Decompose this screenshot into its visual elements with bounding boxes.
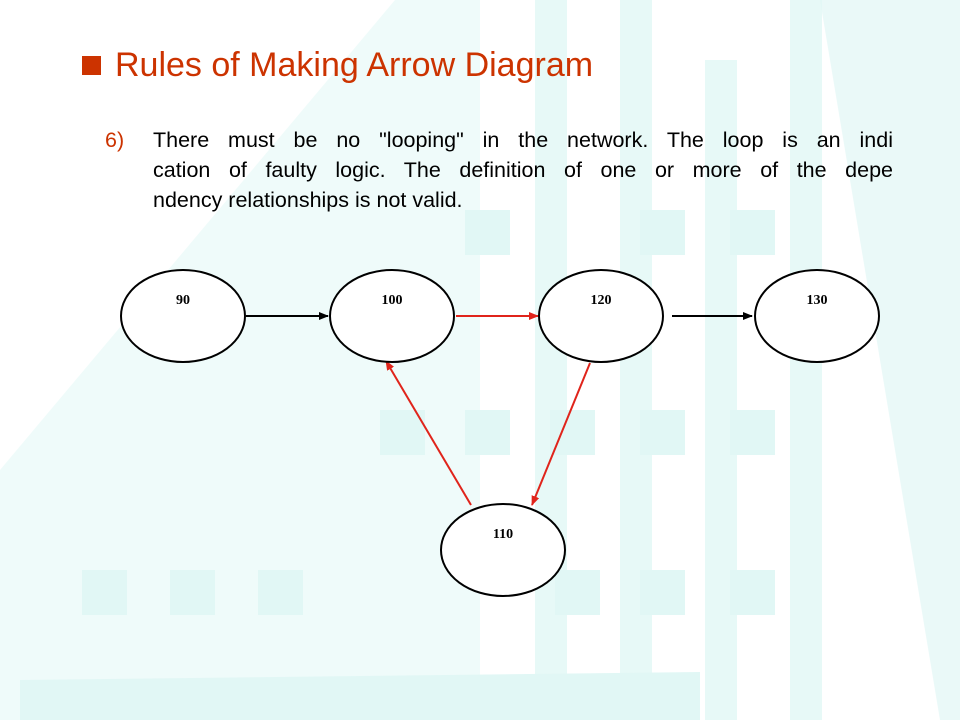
slide-title: Rules of Making Arrow Diagram (115, 45, 594, 84)
node-label: 90 (176, 293, 190, 308)
rule-number: 6) (105, 128, 125, 152)
node-130: 130 (754, 269, 880, 363)
node-label: 100 (382, 293, 403, 308)
node-ellipse (754, 269, 880, 363)
node-90: 90 (120, 269, 246, 363)
rule-text: There must be no "looping" in the networ… (153, 125, 893, 215)
node-100: 100 (329, 269, 455, 363)
node-ellipse (120, 269, 246, 363)
node-ellipse (440, 503, 566, 597)
rule-line: cation of faulty logic. The definition o… (153, 158, 893, 183)
node-110: 110 (440, 503, 566, 597)
node-ellipse (329, 269, 455, 363)
edge-120-to-110 (531, 362, 591, 506)
node-120: 120 (538, 269, 664, 363)
node-ellipse (538, 269, 664, 363)
node-label: 120 (591, 293, 612, 308)
rule-line: There must be no "looping" in the networ… (153, 128, 893, 152)
node-label: 110 (493, 527, 513, 542)
rule-line: ndency relationships is not valid. (153, 188, 463, 213)
square-bullet-icon (82, 55, 101, 75)
node-label: 130 (807, 293, 828, 308)
edge-110-to-100 (385, 360, 472, 506)
title-row: Rules of Making Arrow Diagram (82, 40, 593, 90)
